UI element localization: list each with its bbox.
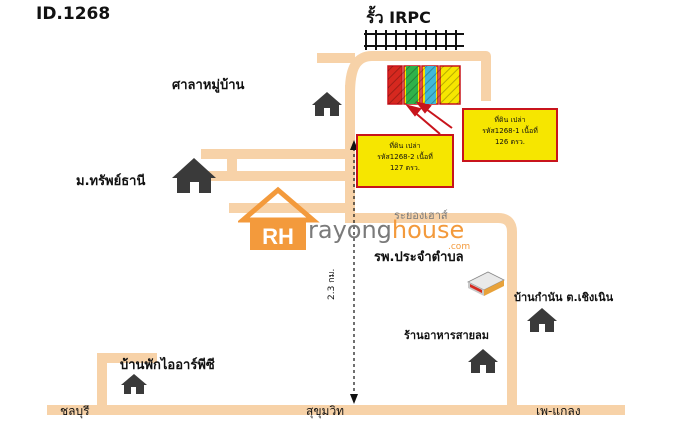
plot-sign-line: รหัส1268-2 เนื้อที่ xyxy=(377,153,433,161)
label-village-hall: ศาลาหมู่บ้าน xyxy=(172,78,245,93)
label-irpc-fence: รั้ว IRPC xyxy=(366,8,431,27)
watermark-brand: rayonghouse xyxy=(308,216,464,244)
road-central xyxy=(344,51,491,101)
land-plots xyxy=(387,65,461,105)
plot-sign-line: ที่ดิน เปล่า xyxy=(389,142,421,150)
watermark-brand-a: rayong xyxy=(308,216,392,244)
plot-sign-1268-2: ที่ดิน เปล่า รหัส1268-2 เนื้อที่ 127 ตรว… xyxy=(356,134,454,188)
plot-sign-line: ที่ดิน เปล่า xyxy=(494,116,526,124)
watermark-thai-name: ระยองเฮาส์ xyxy=(394,209,448,222)
plot-sign-1268-1: ที่ดิน เปล่า รหัส1268-1 เนื้อที่ 126 ตรว… xyxy=(462,108,558,162)
house-icon xyxy=(172,158,216,193)
house-icon xyxy=(312,92,342,116)
listing-id: ID.1268 xyxy=(36,4,111,24)
label-hospital: รพ.ประจำตำบล xyxy=(374,250,464,265)
watermark-domain: .com xyxy=(448,242,471,252)
label-irpc-residence: บ้านพักไออาร์พีซี xyxy=(120,358,215,373)
hospital-icon xyxy=(467,271,505,296)
label-headman-house: บ้านกำนัน ต.เชิงเนิน xyxy=(514,291,614,304)
label-sapthani-village: ม.ทรัพย์ธานี xyxy=(76,174,146,189)
house-icon xyxy=(468,349,498,373)
road-sapthani xyxy=(201,149,355,181)
watermark-brand-b: house xyxy=(391,216,465,244)
rayonghouse-watermark: RH ระยองเฮาส์ rayonghouse .com xyxy=(238,186,478,256)
rh-logo-text: RH xyxy=(262,224,294,249)
distance-arrow-bottom xyxy=(350,394,358,404)
plot-sign-line: 126 ตรว. xyxy=(494,138,526,146)
label-road-west: ชลบุรี xyxy=(60,404,90,418)
road-east-loop xyxy=(345,213,517,415)
plot-arrows xyxy=(405,101,453,135)
label-road-main: สุขุมวิท xyxy=(306,404,345,418)
irpc-fence xyxy=(364,30,464,50)
rh-logo-icon: RH xyxy=(238,186,320,250)
label-distance: 2.3 กม. xyxy=(327,268,337,300)
plot-sign-line: 127 ตรว. xyxy=(389,164,421,172)
label-restaurant: ร้านอาหารสายลม xyxy=(404,329,490,342)
label-road-east: เพ-แกลง xyxy=(536,404,581,418)
road-irpc-residence xyxy=(97,353,157,415)
house-icon xyxy=(527,308,557,332)
plot-sign-line: รหัส1268-1 เนื้อที่ xyxy=(482,127,538,135)
house-icon xyxy=(121,374,147,394)
